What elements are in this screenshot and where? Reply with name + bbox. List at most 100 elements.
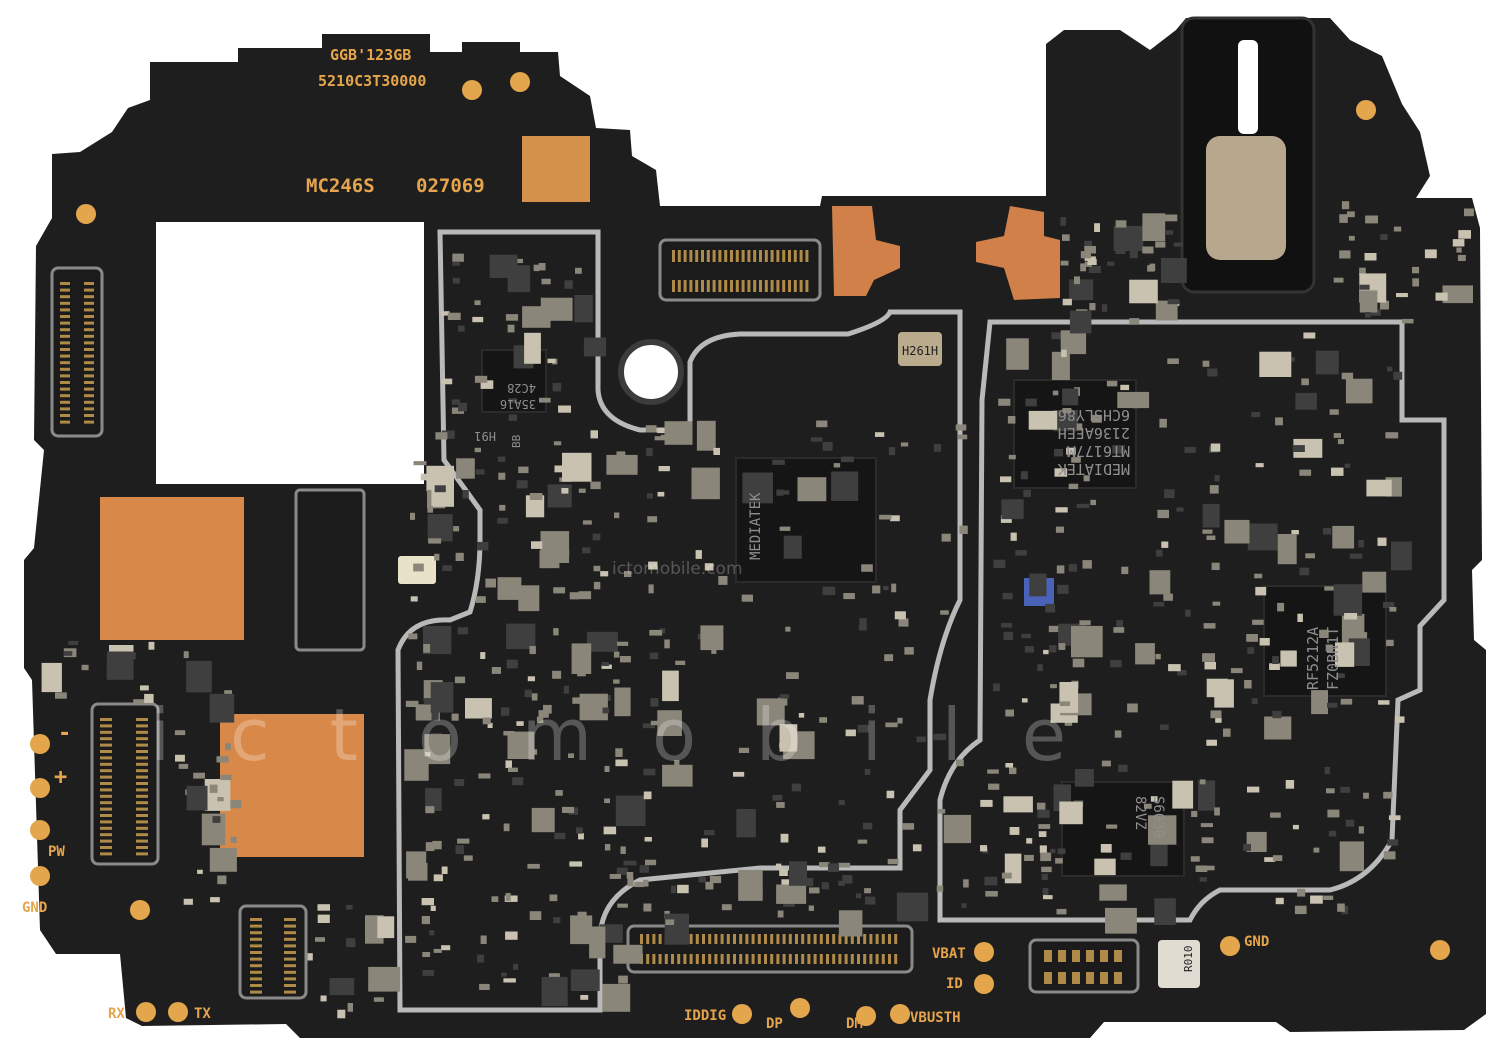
smd-component [569,861,583,867]
smd-component [516,480,528,489]
smd-component [518,585,540,612]
connector-pin [136,756,148,760]
smd-component [1457,254,1466,261]
smd-component [1172,780,1194,809]
connector-pin [84,387,94,391]
smd-component [540,531,570,563]
connector-pin [702,934,705,944]
memory-marking-1: S6030 [1150,796,1166,838]
smd-component [831,471,859,501]
smd-component [1270,812,1281,818]
smd-component [55,692,67,699]
test-point-pad [462,80,482,100]
smd-component [1324,766,1330,775]
smd-component [857,839,868,844]
smd-component [553,441,562,446]
smd-component [1129,250,1138,259]
smd-component [618,975,628,984]
smd-component [148,641,155,650]
smd-component [212,816,221,823]
connector-pin [672,280,675,292]
connector-pin [708,934,712,944]
jack-slot [1238,40,1258,134]
smd-component [677,884,689,894]
smd-component [822,441,833,451]
smd-component [883,586,889,591]
smd-component [408,633,418,640]
smd-component [642,723,656,729]
small-chip-marking-2: 4C28 [507,381,536,395]
smd-component [1251,412,1261,418]
smd-component [1378,700,1390,705]
connector-pin [708,954,712,964]
smd-component [998,398,1011,406]
smd-component [230,836,237,843]
smd-component [864,768,871,775]
smd-component [574,295,593,323]
connector-pin [701,250,704,262]
smd-component [709,875,722,884]
connector-pin [701,280,704,292]
connector-pin [60,381,70,384]
smd-component [1157,509,1169,519]
smd-component [1144,803,1152,809]
connector-pin [658,954,662,964]
smd-component [1456,247,1462,253]
connector-pin [863,954,867,964]
connector-pin [60,295,70,299]
smd-components [41,201,1474,1019]
connector-pin [726,954,730,964]
smd-component [955,424,967,431]
connector-pin [894,954,898,964]
smd-component [512,777,524,786]
connector-pin [136,769,148,773]
jack-metal-tab [1206,136,1286,260]
smd-component [337,1009,346,1019]
smd-component [1202,529,1213,534]
copper-pad-lower [220,714,364,857]
smd-component [604,844,611,851]
smd-component [838,800,845,805]
connector-pin [84,407,94,411]
crystal [898,332,942,366]
connector-pin [799,280,803,292]
connector-pin [1114,972,1122,984]
smd-component [416,661,423,670]
connector-pin [838,954,842,964]
smd-component [1024,646,1034,653]
smd-component [489,254,518,278]
connector-pin [100,788,112,792]
connector-pin [695,934,699,944]
smd-component [442,565,452,571]
connector-pin [100,769,112,773]
smd-component [1348,235,1355,241]
smd-component [1199,877,1207,882]
test-point-pad [1430,940,1450,960]
smd-component [456,458,475,479]
connector-battery [1028,938,1140,994]
smd-component [424,752,431,757]
smd-component [186,660,212,693]
smd-component [1339,214,1348,223]
smd-component [1129,318,1140,325]
connector-pin [250,924,262,928]
smd-component [645,425,657,433]
smd-component [564,280,573,289]
smd-component [463,855,473,861]
smd-component [578,833,584,840]
smd-component [1358,540,1364,548]
connector-pin [84,394,94,398]
smd-component [1023,489,1031,497]
smd-component [220,774,232,781]
smd-component [857,724,869,733]
test-point-pad [1356,100,1376,120]
smd-component [897,717,903,724]
connector-pin [813,954,817,964]
connector-pin [819,954,823,964]
connector-pin [284,951,296,954]
smd-component [1341,905,1349,915]
smd-component [1325,644,1333,652]
smd-component [547,484,572,508]
connector-pin [730,250,733,262]
smd-component [529,911,542,920]
